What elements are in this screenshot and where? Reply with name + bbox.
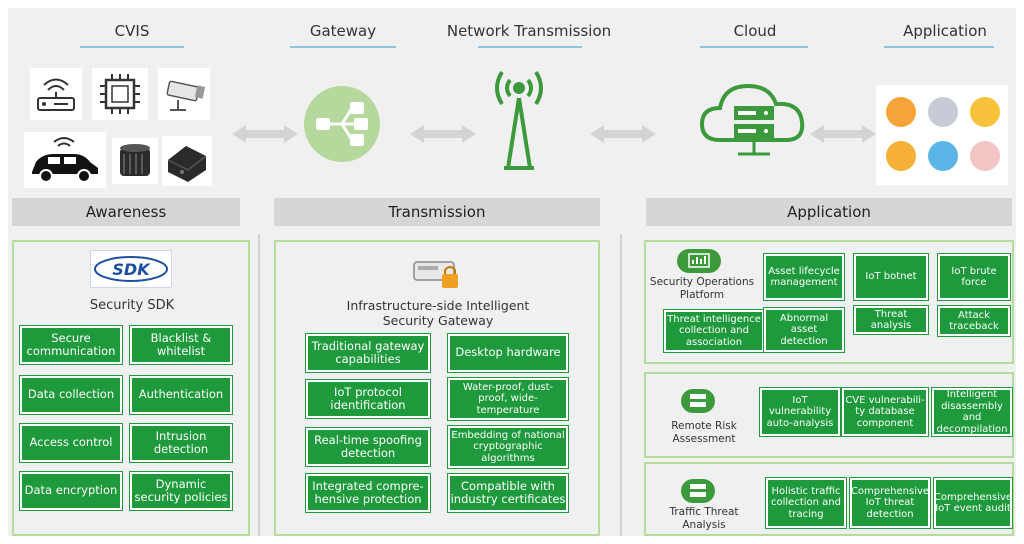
layer-underline-application <box>884 46 994 48</box>
column-divider <box>258 234 260 536</box>
soc-item: IoT brute force <box>937 253 1011 301</box>
layer-title-application: Application <box>903 22 987 40</box>
antenna-tower-icon <box>495 70 543 170</box>
help-icon <box>928 141 958 171</box>
connected-car-icon <box>24 132 106 188</box>
awareness-item: Data encryption <box>19 471 123 511</box>
layer-title-cloud: Cloud <box>733 22 777 40</box>
sdk-logo-text: SDK <box>112 260 151 279</box>
risk-item: Intelligent disassembly and decompilatio… <box>931 387 1013 437</box>
risk-item: CVE vulnerabili-ty database component <box>841 387 929 437</box>
double-arrow-icon <box>590 125 656 143</box>
layer-underline-network <box>478 46 582 48</box>
security-sdk-title: Security SDK <box>89 298 175 313</box>
awareness-item: Dynamic security policies <box>129 471 233 511</box>
app-icons <box>876 85 1008 185</box>
soc-item: Abnormal asset detection <box>763 307 845 353</box>
diagram-panel: CVIS Gateway Network Transmission Cloud … <box>8 8 1016 536</box>
gateway-title-line1: Infrastructure-side Intelligent <box>346 298 530 313</box>
transmission-item: Compatible with industry certificates <box>447 473 569 513</box>
awareness-item: Blacklist & whitelist <box>129 325 233 365</box>
soc-item: Attack traceback <box>937 305 1011 337</box>
soc-item: IoT botnet <box>853 253 929 301</box>
layer-underline-gateway <box>290 46 396 48</box>
awareness-item: Data collection <box>19 375 123 415</box>
server-icon <box>681 479 715 503</box>
monitor-chart-icon <box>677 249 721 273</box>
transmission-item: Traditional gateway capabilities <box>305 333 431 373</box>
layer-title-cvis: CVIS <box>114 22 150 40</box>
camera-icon <box>158 68 210 120</box>
traffic-item: Holistic traffic collection and tracing <box>765 477 847 529</box>
awareness-item: Authentication <box>129 375 233 415</box>
section-header-application: Application <box>646 198 1012 226</box>
gateway-title-line2: Security Gateway <box>382 313 494 328</box>
traffic-label: Traffic Threat Analysis <box>669 506 739 531</box>
risk-item: IoT vulnerability auto-analysis <box>759 387 841 437</box>
double-arrow-icon <box>810 125 876 143</box>
chat-icon <box>970 141 1000 171</box>
soc-item: Threat analysis <box>853 305 929 335</box>
sdk-logo: SDK <box>90 250 172 288</box>
transmission-item: Embedding of national cryptographic algo… <box>447 425 569 469</box>
box-device-icon <box>162 136 212 186</box>
presentation-icon <box>886 97 916 127</box>
awareness-item: Intrusion detection <box>129 423 233 463</box>
column-divider <box>620 234 622 536</box>
sdk-logo-icon: SDK <box>94 256 168 282</box>
chip-icon <box>92 68 148 120</box>
lidar-icon <box>112 138 158 184</box>
layer-title-network: Network Transmission <box>446 22 612 40</box>
risk-label: Remote Risk Assessment <box>671 420 737 445</box>
gateway-hub-icon <box>304 86 380 162</box>
soc-item: Asset lifecycle management <box>763 253 845 301</box>
cloud-server-icon <box>699 83 805 156</box>
user-icon <box>928 97 958 127</box>
gateway-title: Infrastructure-side Intelligent Security… <box>308 298 568 328</box>
transmission-item: Real-time spoofing detection <box>305 427 431 467</box>
layer-title-gateway: Gateway <box>309 22 377 40</box>
server-icon <box>681 389 715 413</box>
transmission-item: Water-proof, dust-proof, wide-temperatur… <box>447 377 569 421</box>
soc-item: Threat intelligence collection and assoc… <box>663 309 765 353</box>
awareness-item: Access control <box>19 423 123 463</box>
section-header-awareness: Awareness <box>12 198 240 226</box>
awareness-item: Secure communication <box>19 325 123 365</box>
bulb-icon <box>970 97 1000 127</box>
transmission-item: Integrated compre-hensive protection <box>305 473 431 513</box>
double-arrow-icon <box>232 125 298 143</box>
support-icon <box>886 141 916 171</box>
transmission-item: Desktop hardware <box>447 333 569 373</box>
section-header-transmission: Transmission <box>274 198 600 226</box>
secure-gateway-icon <box>413 261 458 288</box>
traffic-item: Comprehensive IoT threat detection <box>849 477 931 529</box>
double-arrow-icon <box>410 125 476 143</box>
layer-underline-cloud <box>700 46 808 48</box>
transmission-item: IoT protocol identification <box>305 379 431 419</box>
soc-label: Security Operations Platform <box>649 276 755 301</box>
traffic-item: Comprehensive IoT event audit <box>933 477 1013 529</box>
layer-underline-cvis <box>80 46 184 48</box>
router-icon <box>30 68 82 120</box>
